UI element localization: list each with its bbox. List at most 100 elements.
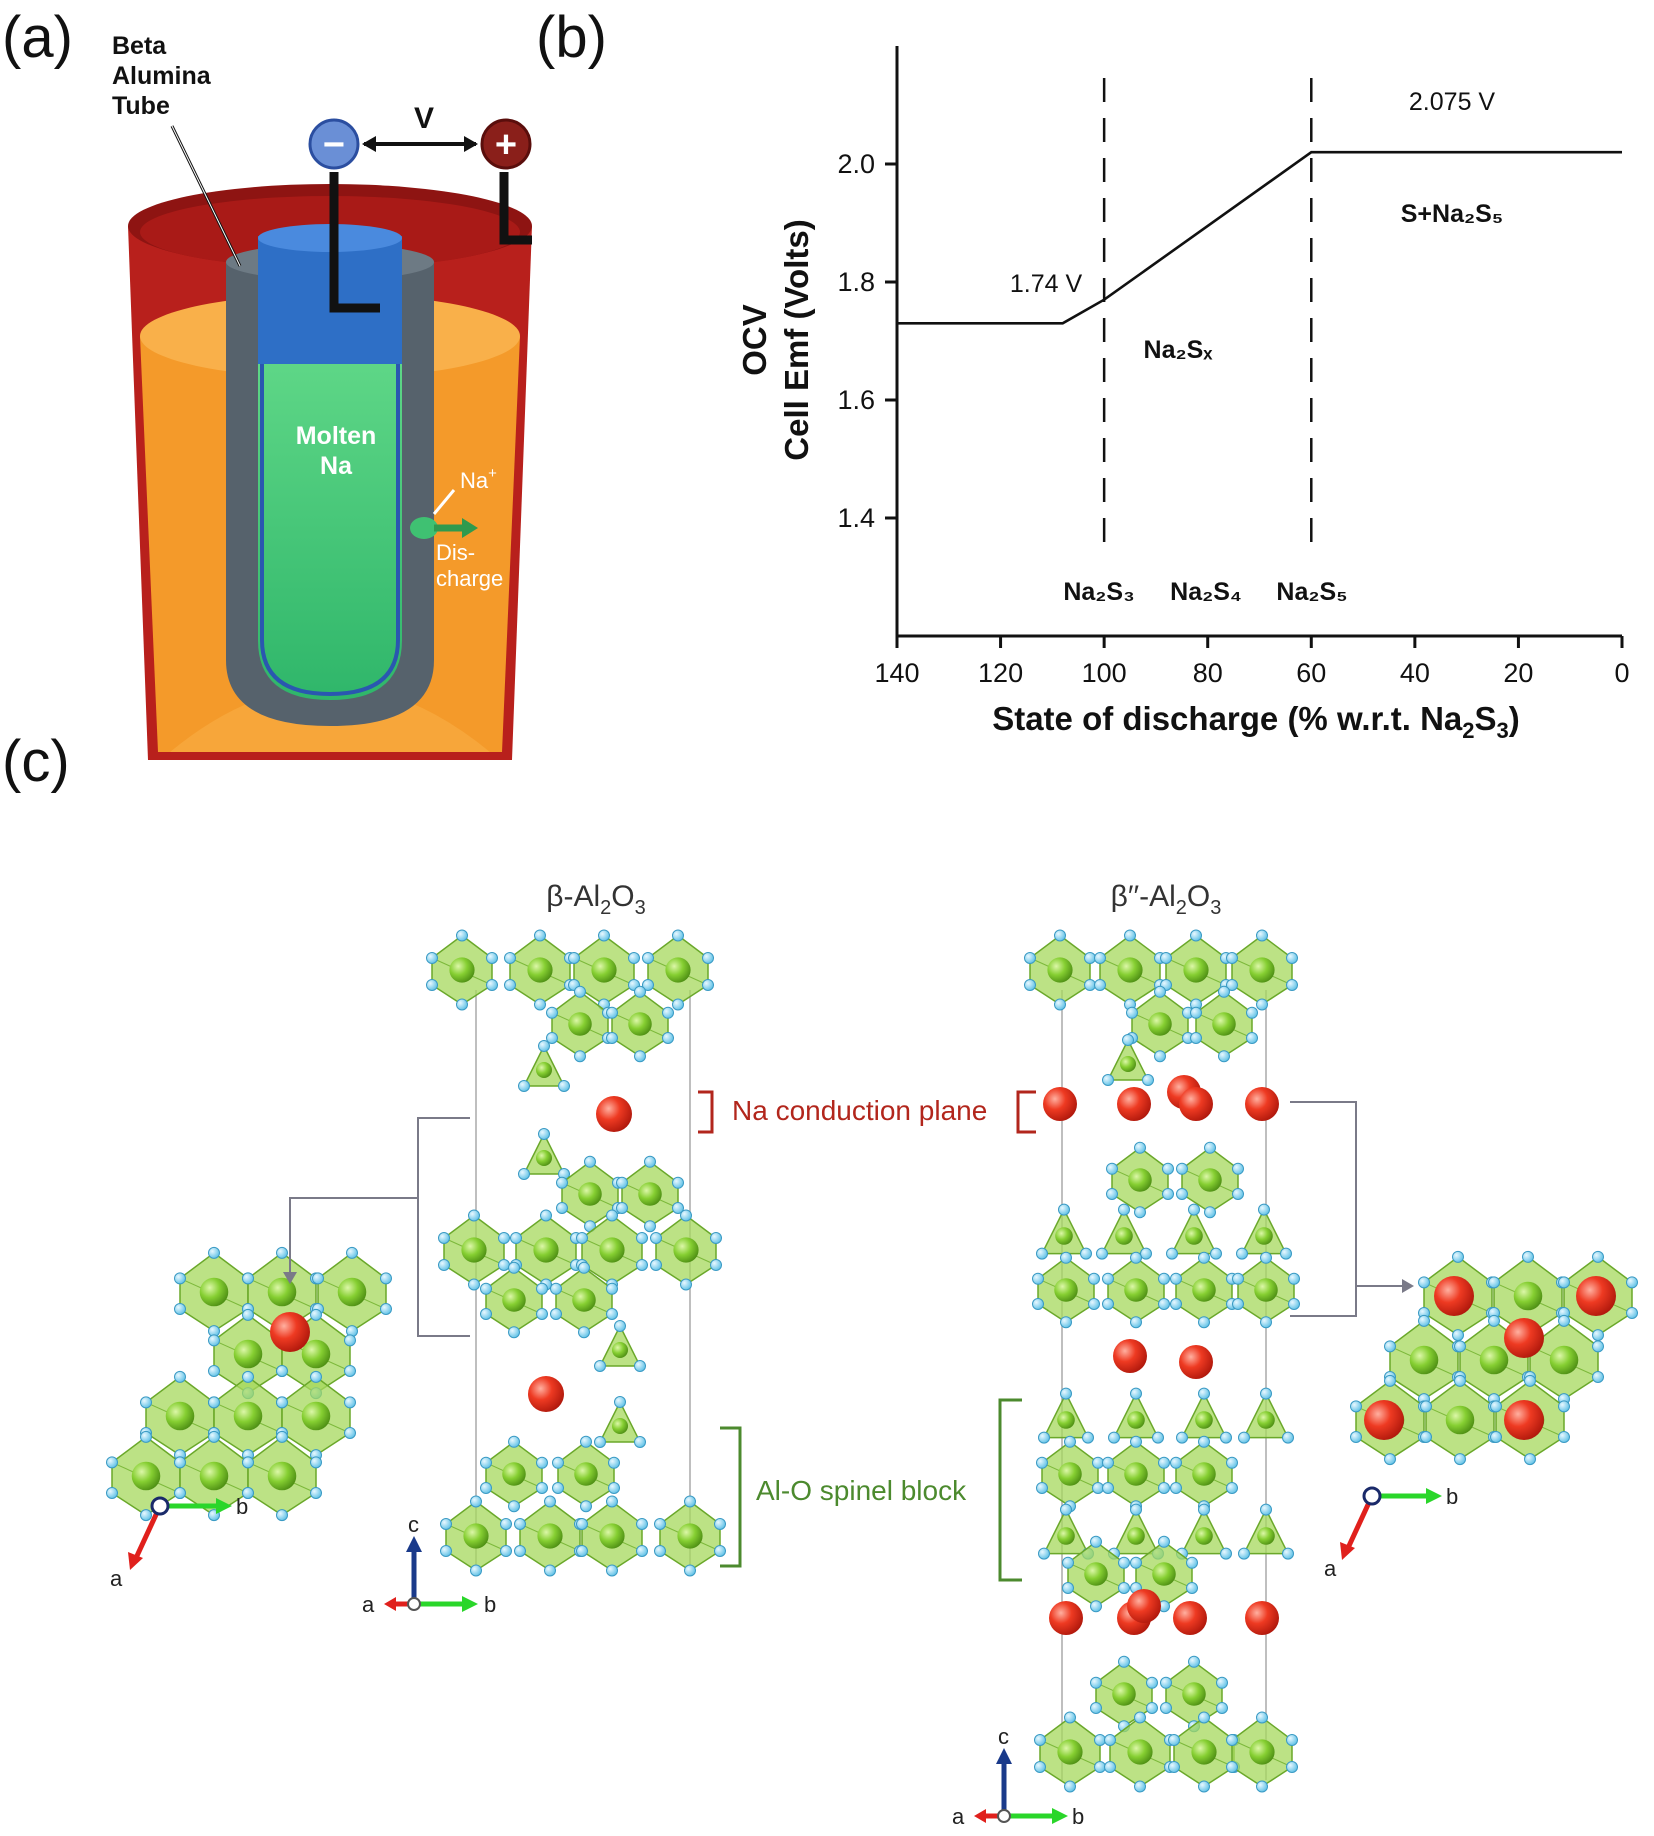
aluminum-atom (1192, 1278, 1216, 1302)
aluminum-atom (1047, 957, 1073, 983)
oxygen-atom (1488, 1276, 1500, 1289)
positive-terminal (480, 118, 532, 170)
aluminum-atom (301, 1401, 331, 1431)
oxygen-atom (1626, 1276, 1638, 1289)
oxygen-atom (644, 1220, 656, 1233)
oxygen-atom (344, 1365, 356, 1377)
oxygen-atom (1130, 1387, 1142, 1400)
oxygen-atom (606, 1209, 618, 1222)
oxygen-atom (1160, 1676, 1172, 1689)
oxygen-atom (1170, 1272, 1182, 1285)
oxygen-atom (174, 1370, 186, 1383)
oxygen-atom (1142, 1074, 1154, 1086)
oxygen-atom (1232, 1298, 1244, 1310)
conduction-plane-label: Na conduction plane (732, 1095, 987, 1126)
y-tick-label: 1.4 (837, 503, 875, 533)
aluminum-atom (638, 1182, 662, 1206)
oxygen-atom (654, 1545, 666, 1557)
oxygen-atom (580, 1435, 592, 1448)
aluminum-atom (1257, 1411, 1275, 1429)
oxygen-atom (606, 1495, 618, 1508)
oxygen-atom (556, 1176, 568, 1189)
aluminum-atom (1127, 1739, 1153, 1765)
oxygen-atom (1094, 1734, 1106, 1746)
oxygen-atom (1064, 1711, 1076, 1724)
oxygen-atom (1236, 1247, 1248, 1260)
oxygen-atom (1592, 1329, 1604, 1342)
oxygen-atom (642, 952, 654, 964)
aluminum-atom (677, 1523, 703, 1549)
sodium-atom (1043, 1087, 1077, 1121)
axis-label-b: b (1072, 1804, 1084, 1829)
beta-double-prime-top-view (1350, 1250, 1638, 1466)
oxygen-atom (1176, 1431, 1188, 1444)
aluminum-atom (1549, 1345, 1579, 1375)
oxygen-atom (1198, 1780, 1210, 1793)
oxygen-atom (1258, 1203, 1270, 1216)
oxygen-atom (1246, 1006, 1258, 1019)
aluminum-atom (1257, 1527, 1275, 1545)
aluminum-atom (572, 1288, 596, 1312)
oxygen-atom (1134, 1711, 1146, 1724)
oxygen-atom (514, 1518, 526, 1530)
oxygen-atom (546, 1032, 558, 1044)
panel-label-b: (b) (536, 5, 607, 70)
oxygen-atom (1454, 1374, 1466, 1387)
oxygen-atom (1232, 1188, 1244, 1200)
oxygen-atom (654, 1518, 666, 1530)
aluminum-atom (1057, 1527, 1075, 1545)
oxygen-atom (456, 929, 468, 942)
aluminum-atom (612, 1418, 628, 1434)
oxygen-atom (1190, 1006, 1202, 1019)
oxygen-atom (1232, 1162, 1244, 1175)
oxygen-atom (616, 1202, 628, 1214)
oxygen-atom (1102, 1482, 1114, 1494)
cathode-lead (499, 172, 532, 245)
oxygen-atom (500, 1545, 512, 1557)
aluminum-atom (1057, 1411, 1075, 1429)
oxygen-atom (576, 1232, 588, 1244)
oxygen-atom (208, 1334, 220, 1347)
oxygen-atom (276, 1396, 288, 1409)
sodium-atom (1179, 1345, 1213, 1379)
oxygen-atom (1384, 1374, 1396, 1387)
aluminum-atom (233, 1401, 263, 1431)
oxygen-atom (1170, 1298, 1182, 1310)
oxygen-atom (1350, 1431, 1362, 1443)
aluminum-atom (1513, 1281, 1543, 1311)
oxygen-atom (1158, 1272, 1170, 1285)
oxygen-atom (438, 1232, 450, 1244)
axes-triad-beta: c b a (362, 1512, 496, 1617)
beta-double-prime-alumina-structure (1024, 929, 1300, 1793)
ion-pointer (432, 489, 456, 515)
c-axis-arrowhead (996, 1748, 1012, 1764)
oxygen-atom (536, 1456, 548, 1469)
oxygen-atom (1060, 1387, 1072, 1400)
oxygen-atom (1188, 1203, 1200, 1216)
oxygen-atom (1454, 1340, 1466, 1353)
oxygen-atom (380, 1303, 392, 1315)
oxygen-atom (1084, 952, 1096, 964)
oxygen-atom (1054, 929, 1066, 942)
oxygen-atom (1186, 1582, 1198, 1594)
oxygen-atom (544, 1564, 556, 1577)
oxygen-atom (606, 1564, 618, 1577)
oxygen-atom (1384, 1340, 1396, 1353)
oxygen-atom (1036, 1482, 1048, 1494)
oxygen-atom (536, 1282, 548, 1295)
conduction-bracket-right (1016, 1090, 1036, 1134)
voltage-label: V (414, 102, 434, 135)
region-label-middle: Na₂Sₓ (1144, 336, 1214, 364)
oxygen-atom (1420, 1400, 1432, 1413)
aluminum-atom (1058, 1462, 1082, 1486)
aluminum-atom (578, 1182, 602, 1206)
oxygen-atom (510, 1232, 522, 1244)
oxygen-atom (1154, 985, 1166, 998)
aluminum-atom (574, 1462, 598, 1486)
aluminum-atom (1124, 1278, 1148, 1302)
oxygen-atom (1286, 1761, 1298, 1773)
phase-label-na2s5: Na₂S₅ (1276, 578, 1347, 606)
oxygen-atom (544, 1495, 556, 1508)
oxygen-atom (636, 1518, 648, 1530)
